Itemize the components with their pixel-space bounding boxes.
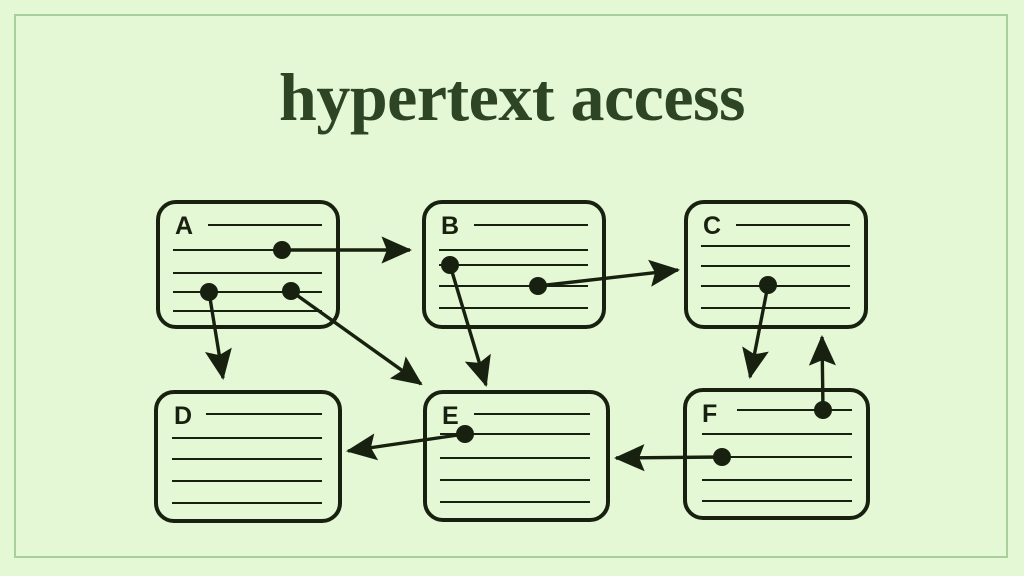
node-card-d[interactable]: D bbox=[154, 390, 342, 523]
node-f-label: F bbox=[702, 400, 717, 428]
link-f-to-c[interactable] bbox=[808, 334, 836, 411]
anchor-dot-f2[interactable] bbox=[713, 448, 731, 466]
node-d-outline bbox=[154, 390, 342, 523]
anchor-dot-b1[interactable] bbox=[441, 256, 459, 274]
anchor-dot-a3[interactable] bbox=[282, 282, 300, 300]
anchor-dot-b2[interactable] bbox=[529, 277, 547, 295]
node-b-label: B bbox=[441, 212, 459, 240]
node-e-ruled-lines bbox=[440, 413, 590, 503]
node-a-label: A bbox=[175, 212, 193, 240]
node-c-ruled-lines bbox=[701, 224, 850, 309]
node-d-ruled-lines bbox=[172, 413, 322, 504]
link-a-to-d[interactable] bbox=[204, 291, 232, 381]
node-c-outline bbox=[684, 200, 868, 329]
anchor-dot-a1[interactable] bbox=[273, 241, 291, 259]
node-b-ruled-lines bbox=[439, 224, 588, 309]
node-e-label: E bbox=[442, 402, 459, 430]
node-c-label: C bbox=[703, 212, 721, 240]
anchor-dot-e1[interactable] bbox=[456, 425, 474, 443]
node-card-e[interactable]: E bbox=[423, 390, 610, 522]
link-f-to-e[interactable] bbox=[613, 444, 723, 472]
node-card-f[interactable]: F bbox=[683, 388, 870, 520]
link-c-to-f[interactable] bbox=[742, 284, 770, 380]
anchor-dot-c1[interactable] bbox=[759, 276, 777, 294]
node-f-outline bbox=[683, 388, 870, 520]
page-title: hypertext access bbox=[279, 59, 745, 135]
node-card-a[interactable]: A bbox=[156, 200, 340, 329]
node-a-outline bbox=[156, 200, 340, 329]
node-e-outline bbox=[423, 390, 610, 522]
anchor-dot-f1[interactable] bbox=[814, 401, 832, 419]
link-b-to-c[interactable] bbox=[537, 259, 681, 288]
node-b-outline bbox=[422, 200, 606, 329]
link-a-to-e[interactable] bbox=[290, 289, 423, 386]
node-d-label: D bbox=[174, 402, 192, 430]
link-e-to-d[interactable] bbox=[345, 432, 466, 461]
node-card-b[interactable]: B bbox=[422, 200, 606, 329]
anchor-dot-a2[interactable] bbox=[200, 283, 218, 301]
link-b-to-e[interactable] bbox=[448, 264, 491, 387]
node-card-c[interactable]: C bbox=[684, 200, 868, 329]
